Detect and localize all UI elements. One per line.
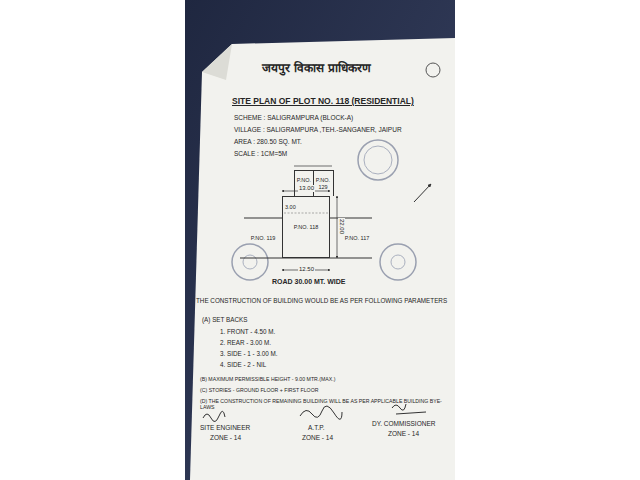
signatory-zone: ZONE - 14 bbox=[388, 430, 419, 437]
dimension: 13.00 bbox=[298, 185, 315, 192]
signatory-zone: ZONE - 14 bbox=[302, 434, 333, 441]
dimension: 22.00 bbox=[338, 218, 345, 235]
plot-boundary bbox=[244, 218, 282, 219]
signatory-title: SITE ENGINEER bbox=[200, 424, 250, 431]
office-stamp bbox=[380, 244, 416, 280]
scale-line: SCALE : 1CM=5M bbox=[234, 150, 287, 157]
setback-item: 2. REAR - 3.00 M. bbox=[220, 339, 271, 346]
signature bbox=[392, 404, 426, 414]
signature bbox=[300, 406, 342, 419]
fabric-ground bbox=[185, 0, 455, 480]
road-label: ROAD 30.00 MT. WIDE bbox=[272, 278, 346, 286]
authority-heading: जयपुर विकास प्राधिकरण bbox=[262, 62, 371, 76]
village-line: VILLAGE : SALIGRAMPURA ,TEH.-SANGANER, J… bbox=[234, 126, 402, 133]
signatory-title: DY. COMMISSIONER bbox=[372, 420, 435, 427]
dimension: 3.00 bbox=[285, 204, 296, 210]
plan-heading: SITE PLAN OF PLOT NO. 118 (RESIDENTIAL) bbox=[232, 97, 414, 107]
setback-item: 3. SIDE - 1 - 3.00 M. bbox=[220, 350, 277, 357]
parameter-note: THE CONSTRUCTION OF BUILDING WOULD BE AS… bbox=[196, 297, 451, 304]
setback-item: 4. SIDE - 2 - NIL bbox=[220, 361, 266, 368]
office-stamp bbox=[364, 146, 392, 174]
setback-item: 1. FRONT - 4.50 M. bbox=[220, 328, 275, 335]
parameter-note: (C) STORIES - GROUND FLOOR + FIRST FLOOR bbox=[200, 388, 318, 394]
emblem-mark bbox=[243, 255, 257, 269]
plot-number: P.NO. 129 bbox=[313, 177, 333, 189]
plot-number: P.NO. 118 bbox=[294, 224, 319, 230]
plot-box: P.NO. 128 bbox=[294, 170, 314, 196]
paper-fold bbox=[202, 44, 232, 80]
plot-number: P.NO. 117 bbox=[345, 235, 370, 241]
dimension-line bbox=[294, 166, 332, 167]
plot-boundary bbox=[330, 218, 372, 219]
office-stamp bbox=[232, 244, 268, 280]
emblem-seal bbox=[426, 63, 440, 77]
signatory-title: A.T.P. bbox=[308, 424, 325, 431]
north-arrow bbox=[414, 184, 431, 202]
emblem-mark bbox=[391, 255, 405, 269]
parameter-note: (D) THE CONSTRUCTION OF REMAINING BUILDI… bbox=[200, 399, 448, 411]
signatory-zone: ZONE - 14 bbox=[210, 434, 241, 441]
plot-number: P.NO. 119 bbox=[251, 235, 276, 241]
scheme-line: SCHEME : SALIGRAMPURA (BLOCK-A) bbox=[234, 114, 353, 121]
paper-sheet bbox=[190, 38, 455, 480]
dimension: 12.50 bbox=[298, 266, 315, 273]
parameter-note: (B) MAXIMUM PERMISSIBLE HEIGHT - 9.00 MT… bbox=[200, 377, 335, 383]
plot-box: P.NO. 119 bbox=[246, 222, 280, 254]
signature bbox=[203, 411, 225, 421]
parameter-heading: (A) SET BACKS bbox=[202, 316, 247, 323]
setback-line bbox=[284, 213, 328, 214]
plot-box: P.NO. 117 bbox=[342, 222, 372, 254]
area-line: AREA : 280.50 SQ. MT. bbox=[234, 138, 302, 145]
office-stamp bbox=[358, 140, 398, 180]
plot-box: P.NO. 129 bbox=[313, 170, 334, 196]
